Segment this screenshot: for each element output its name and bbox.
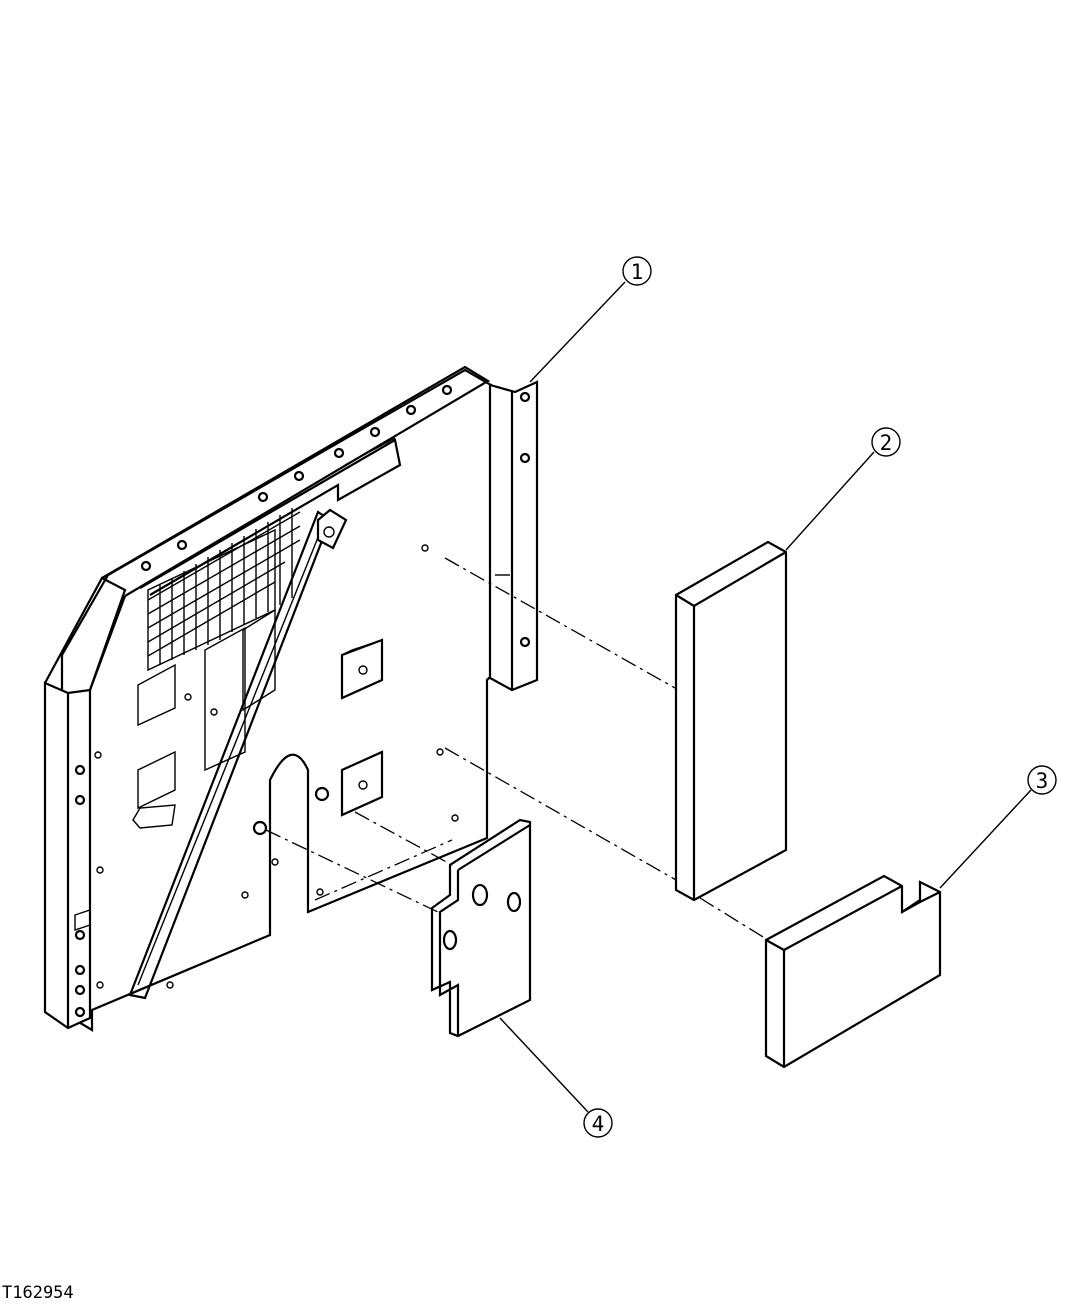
callout-3: 3 <box>939 765 1057 889</box>
callout-1: 1 <box>529 256 652 383</box>
nuts <box>252 786 330 836</box>
part-2-block <box>674 540 788 902</box>
panel-holes <box>74 384 459 1018</box>
callout-3-label: 3 <box>1036 769 1049 793</box>
diagonal-brace <box>128 508 348 1000</box>
assembly-lines <box>265 557 769 941</box>
part-3-block <box>764 874 942 1069</box>
callout-2-label: 2 <box>880 431 893 455</box>
callout-1-label: 1 <box>631 260 644 284</box>
figure-id-label: T162954 <box>2 1283 74 1303</box>
callout-4: 4 <box>499 1017 613 1138</box>
mounting-pads <box>340 638 384 817</box>
cab-side-panel <box>43 365 493 1032</box>
callout-4-label: 4 <box>592 1112 605 1136</box>
callout-2: 2 <box>785 427 901 551</box>
part-1-strip <box>488 380 539 692</box>
part-4-plate <box>430 818 532 1038</box>
